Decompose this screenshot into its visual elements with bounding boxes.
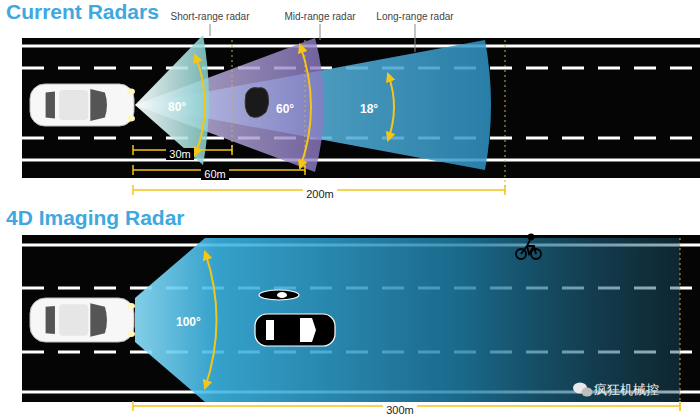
coverage-cone	[135, 35, 209, 165]
wechat-icon	[573, 383, 593, 397]
car	[30, 298, 135, 342]
text-holder: 疯狂机械控	[594, 380, 659, 398]
text-holder: 300m	[383, 400, 417, 415]
angle-arc	[300, 45, 311, 168]
leader-lines	[210, 24, 415, 52]
panel-title: Current Radars	[6, 0, 159, 24]
lane-line	[22, 159, 700, 162]
leader-line	[415, 24, 416, 52]
dimension: 60m	[201, 168, 228, 181]
angle-value: 60°	[276, 103, 294, 117]
text-holder: 200m	[303, 184, 337, 202]
dimension: 200m	[303, 188, 337, 201]
range-marks	[232, 40, 680, 410]
angle-value: 18°	[360, 103, 378, 117]
lane-line	[22, 45, 700, 48]
motorcycle	[259, 290, 299, 300]
range-mark	[505, 40, 506, 195]
dimension-lines	[133, 145, 680, 411]
range-mark	[232, 40, 233, 155]
detected-car	[255, 314, 335, 346]
angle-value: 80°	[168, 101, 186, 115]
text-holder: Mid-range radar	[284, 6, 355, 24]
panel-title: 4D Imaging Radar	[6, 206, 185, 230]
text-holder: 18°	[360, 99, 378, 117]
bicycle	[516, 235, 541, 260]
road	[22, 38, 700, 178]
radar-label: Short-range radar	[171, 11, 250, 23]
detected-object	[245, 88, 269, 118]
leader-line	[210, 24, 211, 36]
text-holder: 100°	[176, 312, 201, 330]
text-holder: 30m	[166, 144, 193, 162]
text-holder: Current Radars	[6, 0, 159, 24]
angle-arc	[388, 74, 394, 140]
range-mark	[680, 238, 681, 410]
watermark: 疯狂机械控	[594, 383, 659, 398]
text-holder: Short-range radar	[171, 6, 250, 24]
text-holder: Long-range radar	[376, 6, 453, 24]
coverage-cone	[135, 238, 680, 402]
coverage-shape	[135, 238, 680, 402]
angle-arcs	[195, 45, 394, 388]
radar-label: Long-range radar	[376, 11, 453, 23]
radar-coverage: 100°	[135, 238, 680, 402]
car	[30, 84, 135, 126]
text-holder: 60°	[276, 99, 294, 117]
range-mark	[305, 40, 306, 175]
angle-arc	[205, 252, 217, 388]
radar-label: Mid-range radar	[284, 11, 355, 23]
dimension: 300m	[383, 404, 417, 415]
text-holder: 4D Imaging Radar	[6, 206, 185, 230]
dimension: 30m	[166, 148, 193, 161]
angle-arc	[195, 55, 205, 155]
text-holder: 60m	[201, 164, 228, 182]
text-holder: 80°	[168, 97, 186, 115]
road	[22, 235, 700, 402]
leader-line	[320, 24, 321, 40]
coverage-shape	[135, 35, 210, 165]
radar-coverage: Short-range radar80°	[135, 35, 210, 165]
angle-value: 100°	[176, 316, 201, 330]
